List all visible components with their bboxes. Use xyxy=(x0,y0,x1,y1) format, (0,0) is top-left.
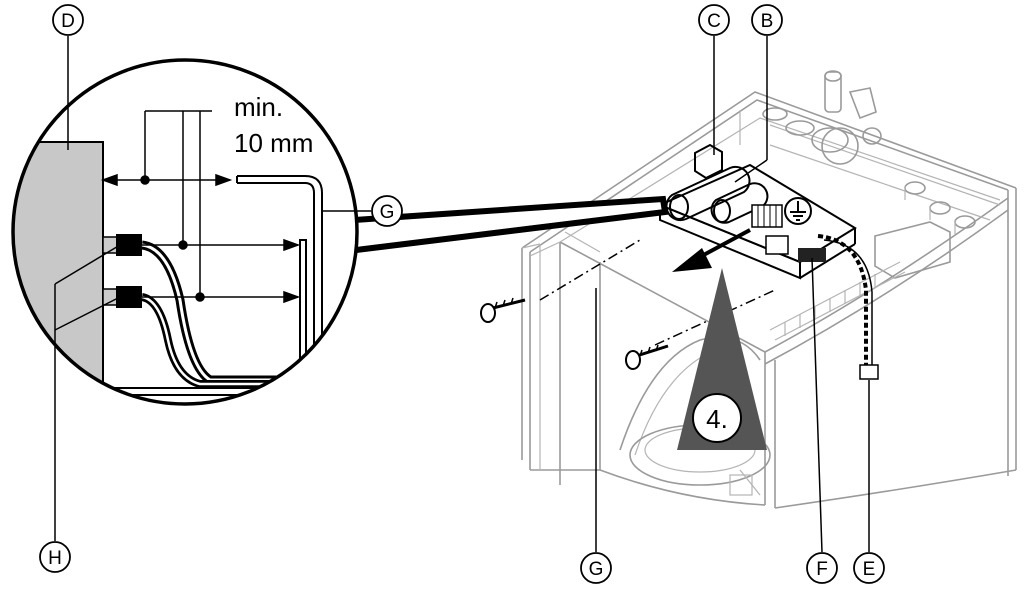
screw-left-icon xyxy=(480,297,526,323)
pull-direction-arrow-icon xyxy=(672,228,751,272)
detail-magnifier: min. 10 mm xyxy=(11,58,359,406)
dimension-label-line2: 10 mm xyxy=(234,128,313,158)
callout-g-top: G xyxy=(371,195,403,227)
svg-text:B: B xyxy=(761,11,774,32)
step-number: 4. xyxy=(706,404,728,434)
svg-text:G: G xyxy=(380,202,395,223)
svg-text:G: G xyxy=(589,559,604,580)
callout-h: H xyxy=(39,541,71,573)
callout-g-bottom: G xyxy=(580,552,612,584)
callout-e: E xyxy=(853,552,885,584)
svg-text:C: C xyxy=(707,11,721,32)
dimension-lines xyxy=(100,110,301,304)
cable-e xyxy=(817,234,868,365)
step-indicator: 4. xyxy=(677,268,767,450)
screw-right-icon xyxy=(625,344,669,370)
callout-d: D xyxy=(52,4,84,36)
callout-b: B xyxy=(751,4,783,36)
terminal-rail xyxy=(769,261,906,341)
leader-lines xyxy=(54,36,870,553)
callout-f: F xyxy=(806,552,838,584)
callout-c: C xyxy=(698,4,730,36)
pipe-connectors xyxy=(762,70,976,234)
svg-text:H: H xyxy=(48,548,62,569)
svg-text:F: F xyxy=(816,559,828,580)
svg-text:E: E xyxy=(863,559,876,580)
terminal-block xyxy=(751,204,783,228)
dimension-label-line1: min. xyxy=(234,92,283,122)
ground-symbol-icon xyxy=(784,197,812,225)
appliance-housing xyxy=(521,70,1017,509)
svg-text:D: D xyxy=(61,11,75,32)
